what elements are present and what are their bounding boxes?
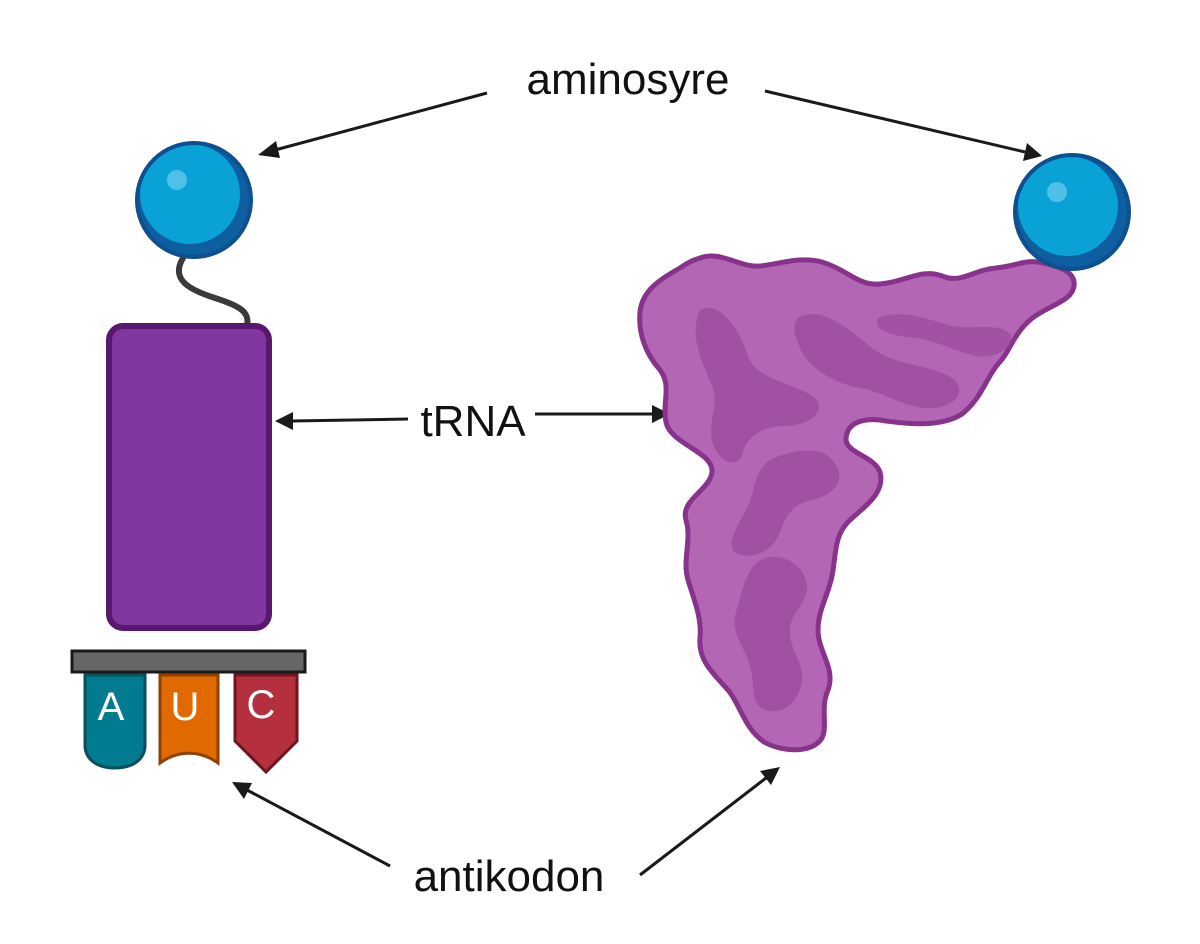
base-letter-a: A bbox=[98, 685, 125, 729]
arrow-trna-right bbox=[535, 405, 670, 423]
arrow-aminosyre-right bbox=[764, 89, 1042, 161]
trna-label: tRNA bbox=[420, 397, 526, 446]
arrow-antikodon-left bbox=[232, 782, 391, 868]
anticodon-bar bbox=[70, 649, 307, 674]
simple-trna: A U C bbox=[70, 141, 307, 775]
trna-3d-structure bbox=[637, 153, 1131, 753]
fold-shading-2 bbox=[794, 314, 960, 409]
arrow-aminosyre-left bbox=[258, 91, 488, 158]
fold-shading-5 bbox=[734, 556, 808, 712]
arrow-trna-left bbox=[275, 412, 409, 430]
amino-acid-ball-left bbox=[135, 141, 253, 259]
fold-shading-3 bbox=[877, 314, 1012, 357]
base-letter-c: C bbox=[247, 683, 276, 727]
fold-shading-4 bbox=[731, 450, 840, 556]
base-letter-u: U bbox=[171, 685, 200, 729]
amino-acid-ball-right bbox=[1013, 153, 1131, 271]
arrow-antikodon-right bbox=[639, 767, 780, 877]
linker-strand bbox=[175, 255, 251, 329]
antikodon-label: antikodon bbox=[414, 852, 605, 901]
trna-body-rectangle bbox=[106, 323, 272, 631]
anticodon-base-c: C bbox=[233, 673, 299, 775]
anticodon-base-u: U bbox=[158, 673, 220, 766]
fold-shading-1 bbox=[695, 308, 819, 463]
aminosyre-label: aminosyre bbox=[527, 55, 730, 104]
anticodon-base-a: A bbox=[83, 673, 147, 770]
